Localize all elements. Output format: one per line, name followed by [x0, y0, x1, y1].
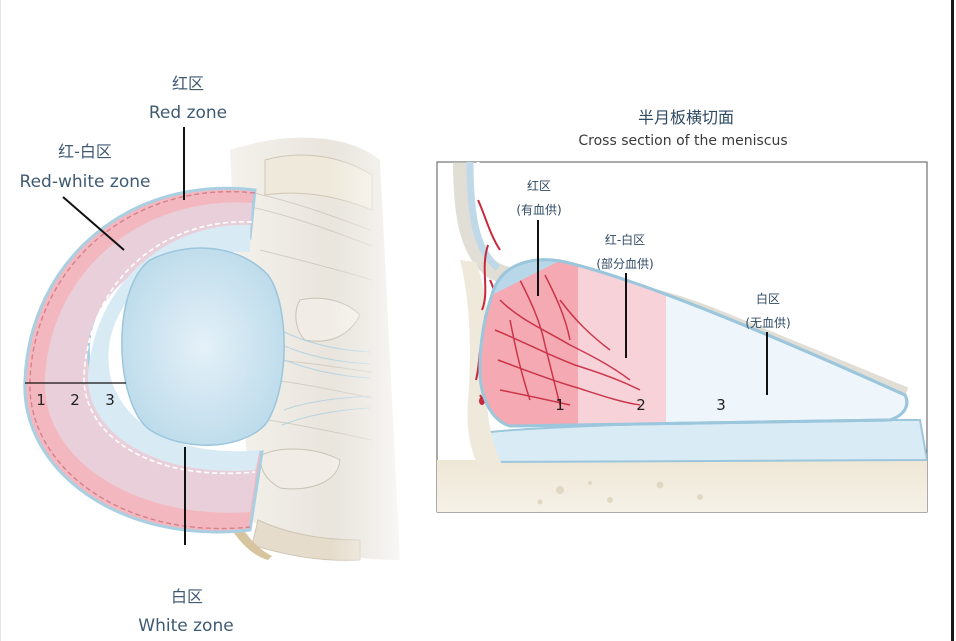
cross-section-title-cn: 半月板横切面	[637, 108, 735, 127]
cross-red-zone-sub: (有血供)	[516, 203, 562, 217]
red-white-zone-boundary	[83, 221, 256, 475]
red-white-zone-pointer	[62, 196, 125, 251]
red-white-zone-region	[44, 202, 259, 513]
left-zone-number-3: 3	[105, 391, 115, 409]
tibial-plateau	[121, 247, 285, 446]
left-zone-number-2: 2	[70, 391, 80, 409]
meniscus-top-view	[23, 0, 420, 641]
red-zone-en-label: Red zone	[148, 103, 228, 123]
cross-red-white-zone	[578, 259, 666, 426]
white-zone-cn-label: 白区	[170, 587, 204, 606]
cross-zone-number-3: 3	[716, 396, 726, 414]
red-white-zone-cn-label: 红-白区	[58, 142, 112, 161]
red-zone-boundary	[29, 191, 256, 530]
cross-white-zone-sub: (无血供)	[745, 316, 791, 330]
cross-red-white-zone-sub: (部分血供)	[596, 257, 654, 271]
meniscus-wedge	[478, 258, 909, 428]
red-zone-cn-label: 红区	[171, 74, 205, 93]
cross-section-title-en: Cross section of the meniscus	[578, 133, 788, 149]
cross-section-frame	[436, 161, 928, 513]
page-edge-left	[0, 0, 1, 641]
cross-white-zone-label: 白区	[755, 292, 781, 306]
page-edge-right	[951, 0, 954, 641]
cross-red-zone-label: 红区	[526, 179, 552, 193]
cross-zone-number-2: 2	[636, 396, 646, 414]
white-zone-en-label: White zone	[138, 616, 234, 636]
cross-zone-number-1: 1	[555, 396, 565, 414]
cross-red-white-zone-label: 红-白区	[604, 233, 646, 247]
left-zone-number-1: 1	[36, 391, 46, 409]
red-white-zone-en-label: Red-white zone	[19, 172, 151, 192]
